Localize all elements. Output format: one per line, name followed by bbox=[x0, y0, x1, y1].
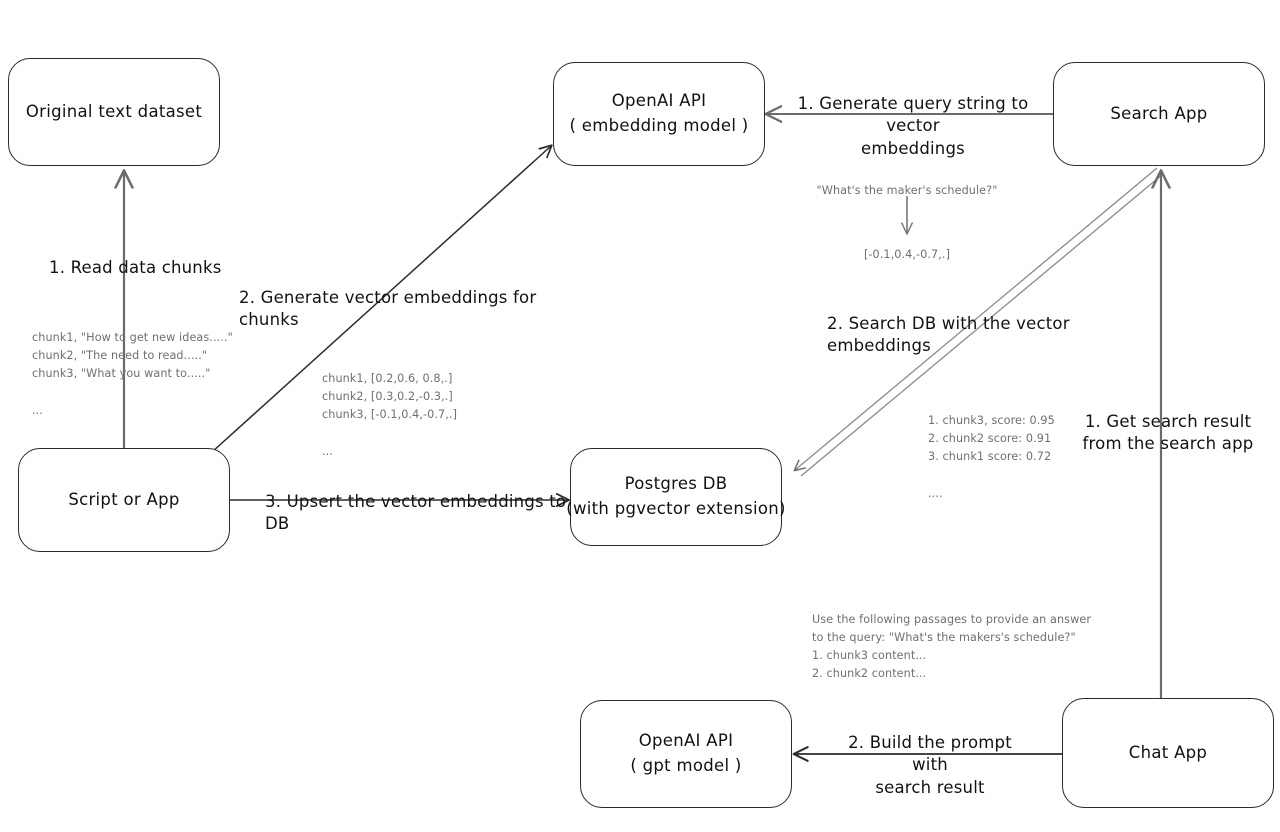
note-query-vector: [-0.1,0.4,-0.7,.] bbox=[863, 248, 951, 261]
node-label-line2: (with pgvector extension) bbox=[566, 499, 786, 518]
note-prompt-sample: Use the following passages to provide an… bbox=[812, 613, 1092, 681]
edge-label-generate-query-embeddings: 1. Generate query string to vector embed… bbox=[797, 94, 1029, 158]
node-postgres-db[interactable]: Postgres DB (with pgvector extension) bbox=[566, 448, 785, 546]
node-label-line2: ( gpt model ) bbox=[630, 756, 742, 775]
node-script-or-app[interactable]: Script or App bbox=[18, 448, 230, 552]
node-label-line2: ( embedding model ) bbox=[569, 116, 749, 135]
node-label-line1: Postgres DB bbox=[624, 474, 728, 494]
edge-label-build-prompt: 2. Build the prompt with search result bbox=[848, 733, 1012, 797]
note-search-results: 1. chunk3, score: 0.95 2. chunk2 score: … bbox=[928, 414, 1055, 500]
node-label-line1: OpenAI API bbox=[638, 731, 734, 751]
note-query-string: "What's the maker's schedule?" bbox=[816, 184, 998, 197]
node-openai-api-gpt-model[interactable]: OpenAI API ( gpt model ) bbox=[580, 700, 792, 808]
node-label: Chat App bbox=[1128, 742, 1208, 762]
node-label: Search App bbox=[1110, 103, 1208, 123]
node-label: Original text dataset bbox=[25, 101, 203, 121]
note-chunks-sample: chunk1, "How to get new ideas....." chun… bbox=[32, 331, 233, 417]
edge-label-search-db: 2. Search DB with the vector embeddings bbox=[827, 314, 1070, 356]
edge-label-generate-vector-embeddings: 2. Generate vector embeddings for chunks bbox=[239, 288, 537, 330]
note-chunk-embeddings: chunk1, [0.2,0.6, 0.8,.] chunk2, [0.3,0.… bbox=[322, 372, 458, 458]
node-chat-app[interactable]: Chat App bbox=[1062, 698, 1274, 808]
edge-label-get-search-result: 1. Get search result from the search app bbox=[1082, 412, 1254, 454]
edge-label-read-data-chunks: 1. Read data chunks bbox=[49, 258, 222, 277]
node-original-text-dataset[interactable]: Original text dataset bbox=[8, 58, 220, 166]
node-search-app[interactable]: Search App bbox=[1053, 62, 1265, 166]
node-label: Script or App bbox=[68, 489, 180, 509]
node-label-line1: OpenAI API bbox=[611, 91, 707, 111]
node-openai-api-embedding-model[interactable]: OpenAI API ( embedding model ) bbox=[553, 62, 765, 166]
edge-label-upsert-to-db: 3. Upsert the vector embeddings to DB bbox=[265, 492, 567, 534]
